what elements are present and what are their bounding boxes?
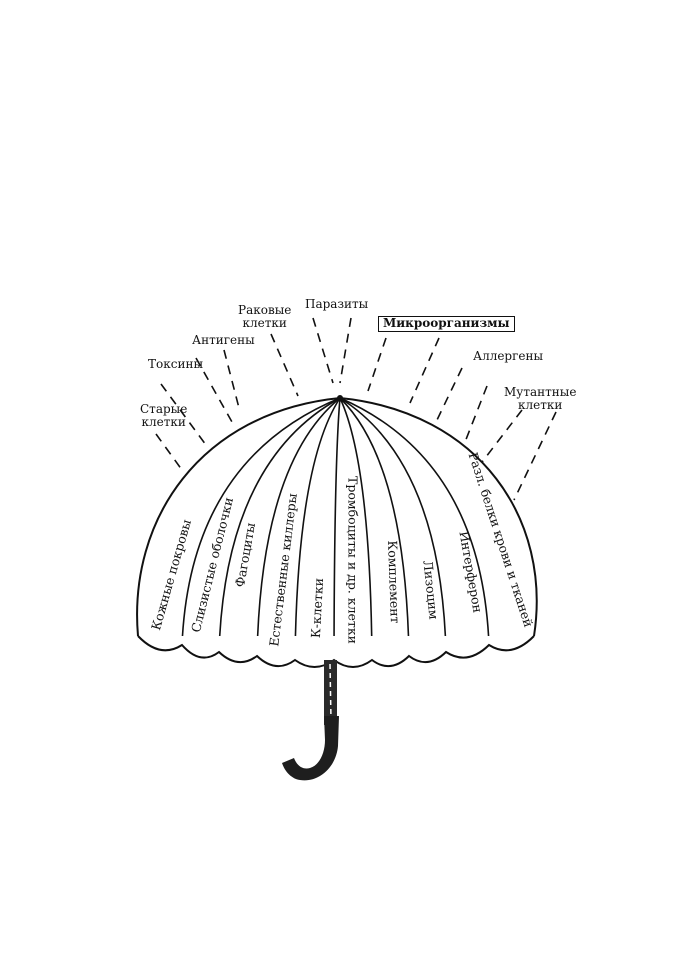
threat-parasites: Паразиты (305, 297, 369, 311)
threat-antigens: Антигены (192, 333, 255, 347)
threat-dash-line (339, 317, 352, 384)
threat-dash-line (155, 433, 183, 471)
canopy-rib (256, 397, 341, 657)
defense-label: К-клетки (308, 578, 326, 639)
threat-dash-line (478, 409, 523, 467)
defense-label: Комплемент (385, 540, 403, 624)
threat-dash-line (195, 357, 233, 423)
canopy-rib (339, 397, 490, 646)
threat-allergens: Аллергены (473, 349, 544, 363)
umbrella-shaft-highlight (329, 663, 332, 721)
umbrella-hook (282, 716, 339, 781)
canopy-rib (339, 397, 373, 661)
threat-dash-line (464, 385, 488, 443)
umbrella-handle (282, 660, 339, 781)
canopy-rib (218, 397, 341, 653)
defense-label: Лизоцим (420, 560, 441, 621)
threat-dash-line (367, 337, 387, 392)
canopy-rib (339, 397, 410, 657)
threat-dash-line (436, 367, 463, 421)
threat-dash-line (312, 317, 334, 384)
threat-dash-line (160, 383, 207, 446)
canopy-rib (339, 397, 447, 653)
canopy-apex (337, 395, 343, 401)
threat-dash-line (223, 349, 240, 409)
threat-dash-line (270, 333, 299, 397)
threat-microorganisms: Микроорганизмы (378, 316, 515, 332)
canopy-rib (333, 397, 341, 661)
threat-dash-line (409, 337, 440, 404)
threat-toxins: Токсины (148, 357, 203, 371)
canopy-rib (181, 397, 341, 646)
umbrella-canopy (136, 395, 538, 668)
threat-dash-line (513, 411, 557, 501)
defense-label: Тромбоциты и др. клетки (346, 476, 361, 644)
canopy-rib (294, 397, 341, 661)
threat-arrows (155, 317, 557, 501)
